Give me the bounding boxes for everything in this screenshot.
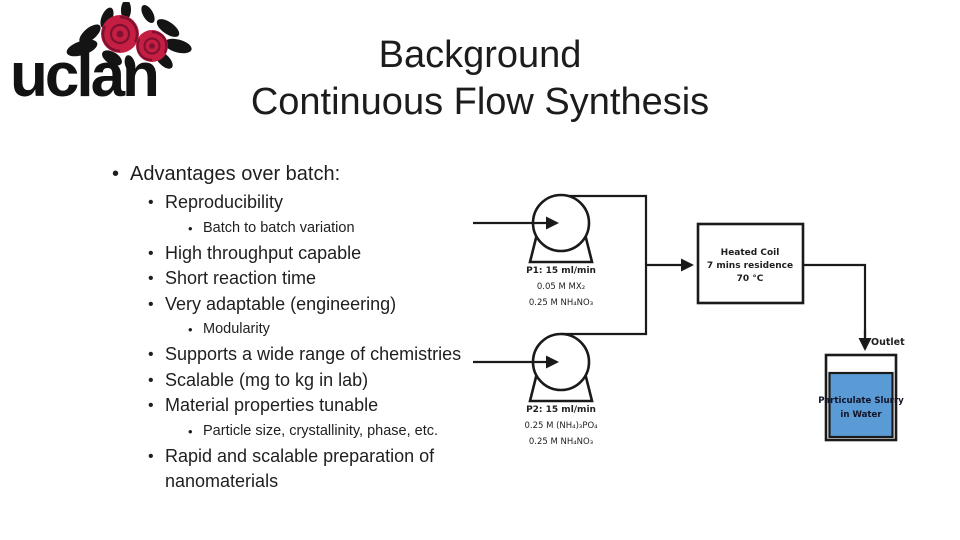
rose-cluster-icon bbox=[66, 2, 192, 73]
bullet-item: Batch to batch variation bbox=[112, 216, 512, 241]
bullet-item: Modularity bbox=[112, 317, 512, 342]
bullet-item: Supports a wide range of chemistries bbox=[112, 342, 512, 368]
pump1-symbol bbox=[473, 193, 594, 264]
title-line1: Background bbox=[378, 34, 582, 76]
bullet-item: Rapid and scalable preparation of nanoma… bbox=[112, 444, 512, 495]
flow-synthesis-diagram: P1: 15 ml/min 0.05 M MX₂ 0.25 M NH₄NO₃ P… bbox=[473, 193, 905, 447]
rose-icon bbox=[136, 30, 168, 62]
reactor-line3: 70 °C bbox=[737, 274, 764, 284]
slide-title: Background Continuous Flow Synthesis bbox=[0, 32, 960, 126]
bullet-item: Short reaction time bbox=[112, 266, 512, 292]
title-line2: Continuous Flow Synthesis bbox=[250, 81, 710, 123]
beaker: Particulate Slurry in Water bbox=[818, 353, 904, 442]
pump2-reagent2: 0.25 M NH₄NO₃ bbox=[529, 437, 593, 447]
bullet-item: Material properties tunable bbox=[112, 393, 512, 419]
pump2-title: P2: 15 ml/min bbox=[526, 405, 596, 415]
beaker-line2: in Water bbox=[840, 410, 882, 420]
bullet-item: Advantages over batch: bbox=[112, 160, 512, 188]
reactor-line1: Heated Coil bbox=[721, 248, 780, 258]
pump1-reagent2: 0.25 M NH₄NO₃ bbox=[529, 298, 593, 308]
rose-icon bbox=[101, 15, 139, 53]
heated-coil-box bbox=[696, 222, 805, 305]
outlet-label: Outlet bbox=[871, 337, 905, 348]
reactor-outlet-line bbox=[803, 263, 867, 349]
bullet-item: Reproducibility bbox=[112, 190, 512, 216]
bullet-item: High throughput capable bbox=[112, 241, 512, 267]
bullet-list: Advantages over batch: Reproducibility B… bbox=[72, 160, 512, 495]
beaker-liquid bbox=[828, 371, 894, 439]
logo-wordmark: uclan bbox=[10, 41, 160, 110]
beaker-line1: Particulate Slurry bbox=[818, 396, 904, 406]
bullet-item: Very adaptable (engineering) bbox=[112, 292, 512, 318]
pump1-title: P1: 15 ml/min bbox=[526, 266, 596, 276]
pump2-reagent1: 0.25 M (NH₄)₃PO₄ bbox=[524, 421, 598, 431]
uclan-logo: uclan bbox=[8, 2, 208, 114]
reactor-line2: 7 mins residence bbox=[707, 261, 793, 271]
bullet-item: Scalable (mg to kg in lab) bbox=[112, 368, 512, 394]
pump2-symbol bbox=[473, 332, 594, 403]
bullet-item: Particle size, crystallinity, phase, etc… bbox=[112, 419, 512, 444]
pump1-reagent1: 0.05 M MX₂ bbox=[537, 282, 585, 292]
